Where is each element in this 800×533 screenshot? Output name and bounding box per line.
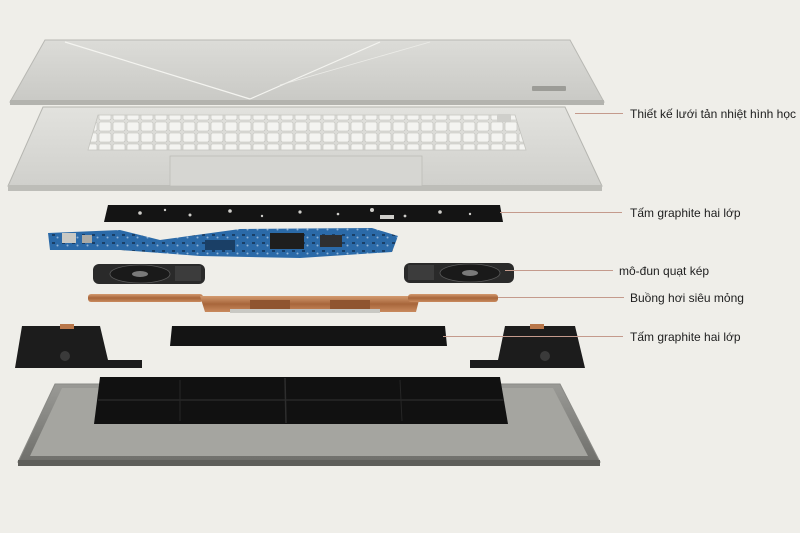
lid-panel <box>9 39 605 105</box>
leader-line-lid <box>575 113 623 114</box>
touchpad <box>169 155 423 187</box>
keyboard-keys <box>87 114 527 151</box>
leader-line-graphite-bottom <box>443 336 623 337</box>
speaker-right <box>470 324 585 368</box>
callout-graphite-bottom: Tấm graphite hai lớp <box>630 330 741 344</box>
fan-left <box>93 264 205 284</box>
callout-fans: mô-đun quạt kép <box>619 264 710 278</box>
graphite-sheet-top <box>104 205 503 222</box>
speaker-left <box>15 324 142 368</box>
keyboard-deck <box>7 106 603 191</box>
callout-graphite-top: Tấm graphite hai lớp <box>630 206 741 220</box>
bottom-chassis <box>17 377 601 466</box>
graphite-sheet-bottom <box>170 326 447 346</box>
fan-right <box>404 263 514 283</box>
mainboard <box>48 228 398 258</box>
logo-mark <box>532 86 566 91</box>
leader-line-graphite-top <box>500 212 622 213</box>
vapor-chamber <box>88 294 498 313</box>
battery-pack <box>94 377 508 424</box>
leader-line-vapor <box>498 297 624 298</box>
callout-lid: Thiết kế lưới tản nhiệt hình học <box>630 107 796 121</box>
leader-line-fans <box>505 270 613 271</box>
callout-vapor: Buồng hơi siêu mỏng <box>630 291 744 305</box>
